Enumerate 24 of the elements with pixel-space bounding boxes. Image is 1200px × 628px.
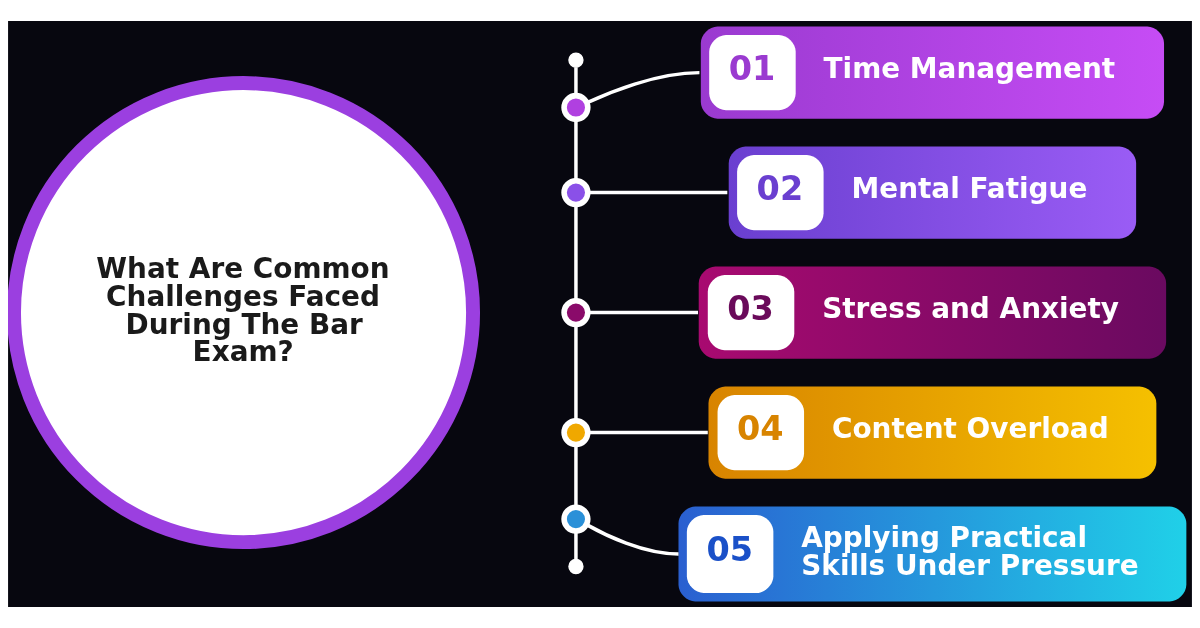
node-circle — [561, 417, 591, 448]
node-box: 05 Applying Practical Skills Under Pressure — [678, 506, 1187, 602]
node-box: 03 Stress and Anxiety — [698, 266, 1167, 359]
connector — [588, 310, 698, 315]
node-circle — [561, 177, 591, 208]
node-box: 04 Content Overload — [708, 386, 1157, 479]
node-circle: What Are Common Challenges Faced During The Bar Exam? — [8, 76, 481, 550]
connector — [574, 204, 578, 301]
node-circle — [561, 297, 591, 328]
connector — [586, 70, 700, 105]
connector — [586, 523, 679, 556]
node-circle — [568, 52, 584, 68]
node-box: 02 Mental Fatigue — [728, 146, 1137, 239]
node-circle — [561, 92, 591, 123]
node-circle — [561, 504, 591, 534]
connector — [574, 531, 578, 560]
connector — [587, 190, 728, 195]
node-circle — [568, 558, 584, 575]
connector — [574, 67, 578, 96]
connector — [574, 119, 578, 181]
connector — [588, 430, 708, 435]
node-box: 01 Time Management — [700, 26, 1165, 119]
connector — [574, 324, 578, 421]
connector — [574, 444, 578, 507]
